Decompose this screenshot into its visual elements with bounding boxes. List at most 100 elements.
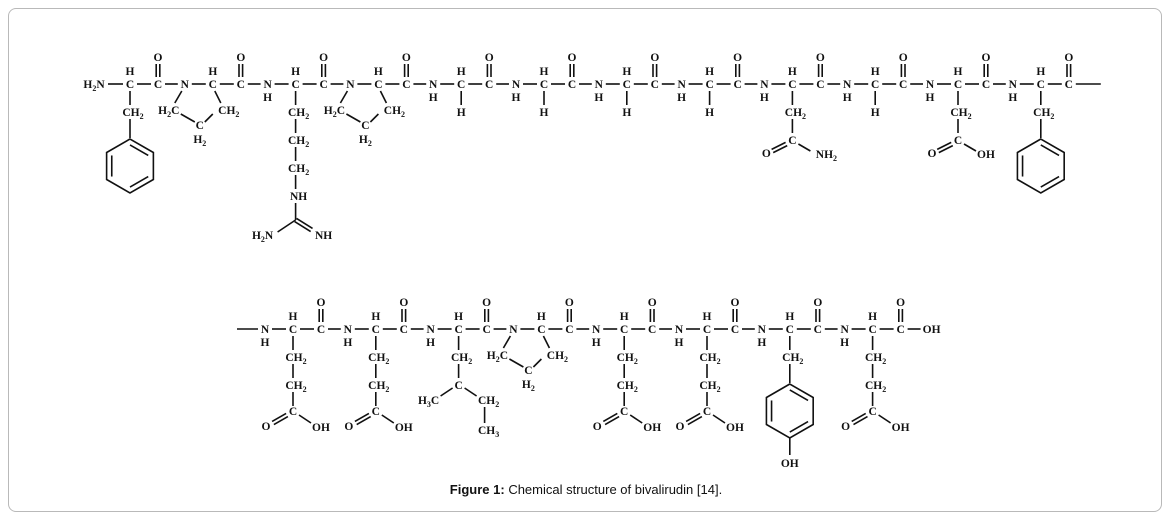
bond [339,90,349,104]
atom-h: H [677,92,686,104]
carbonyl-carbon: C [154,79,162,91]
figure-caption: Figure 1: Chemical structure of bivaliru… [0,482,1172,497]
atom-ch2: CH2 [288,107,309,121]
atom-ch2: CH2 [451,352,472,366]
atom-n: N [926,79,935,91]
atom-o: O [841,421,850,433]
bond [602,412,618,423]
atom-h2: H2 [522,379,535,393]
bond [296,217,313,230]
atom-n: N [263,79,272,91]
atom-ch3: CH3 [478,425,499,439]
atom-h: H [540,66,549,78]
bond [712,414,726,424]
carbonyl-carbon: C [731,324,739,336]
atom-o: O [262,421,271,433]
atom-o: O [565,297,574,309]
atom-c: C [454,380,462,392]
carbonyl-carbon: C [816,79,824,91]
atom-oh: OH [892,422,910,434]
carbonyl-carbon: C [896,324,904,336]
alpha-carbon: C [620,324,628,336]
bond [878,414,892,424]
atom-c: C [524,365,532,377]
caption-label: Figure 1: [449,482,505,497]
bond [789,420,809,433]
carbonyl-carbon: C [317,324,325,336]
atom-h: H [788,66,797,78]
atom-o: O [568,52,577,64]
carbonyl-carbon: C [1065,79,1073,91]
bond [464,387,478,397]
atom-ch2: CH2 [285,380,306,394]
atom-o: O [676,421,685,433]
atom-ch2: CH2 [384,105,405,119]
bond [853,415,868,426]
figure-frame [8,8,1162,512]
atom-ch2: CH2 [218,105,239,119]
atom-h: H [289,311,298,323]
atom-o: O [648,297,657,309]
atom-h: H [592,337,601,349]
bond [214,90,222,104]
atom-h: H [954,66,963,78]
atom-o: O [154,52,163,64]
bond [542,335,551,349]
atom-h: H [840,337,849,349]
bond [369,113,379,123]
atom-c: C [788,135,796,147]
atom-ch2: CH2 [285,352,306,366]
atom-c: C [361,120,369,132]
alpha-carbon: C [374,79,382,91]
atom-o: O [317,297,326,309]
caption-text: Chemical structure of bivalirudin [14]. [504,482,723,497]
carbonyl-carbon: C [899,79,907,91]
alpha-carbon: C [537,324,545,336]
carbonyl-carbon: C [400,324,408,336]
atom-h2c: H2C [487,350,508,364]
benzene-ring [105,138,155,194]
alpha-carbon: C [126,79,134,91]
atom-o: O [485,52,494,64]
atom-o: O [1064,52,1073,64]
atom-o: O [482,297,491,309]
atom-h: H [757,337,766,349]
atom-h: H [540,107,549,119]
atom-h: H [705,107,714,119]
bond [271,412,287,423]
atom-o: O [813,297,822,309]
atom-o: O [319,52,328,64]
alpha-carbon: C [788,79,796,91]
bond [963,143,977,152]
carbonyl-carbon: C [814,324,822,336]
atom-h: H [1008,92,1017,104]
atom-ch2: CH2 [478,395,499,409]
atom-h: H [429,92,438,104]
atom-n: N [429,79,438,91]
atom-n: N [677,79,686,91]
atom-n: N [1009,79,1018,91]
atom-h: H [675,337,684,349]
bond [772,144,788,154]
bond [440,387,454,397]
atom-h2: H2 [359,134,372,148]
atom-h: H [457,66,466,78]
atom-n: N [758,324,767,336]
atom-ch2: CH2 [122,107,143,121]
alpha-carbon: C [540,79,548,91]
atom-o: O [344,421,353,433]
bond [346,113,361,123]
bond [204,113,214,123]
bond [174,90,183,104]
atom-o: O [982,52,991,64]
bond [502,335,512,349]
bond [532,358,542,368]
atom-h3c: H3C [418,395,439,409]
atom-h2: H2 [193,134,206,148]
bond [277,219,297,233]
bond [273,415,289,426]
atom-h: H [537,311,546,323]
atom-ch2: CH2 [288,163,309,177]
bond [789,389,809,402]
